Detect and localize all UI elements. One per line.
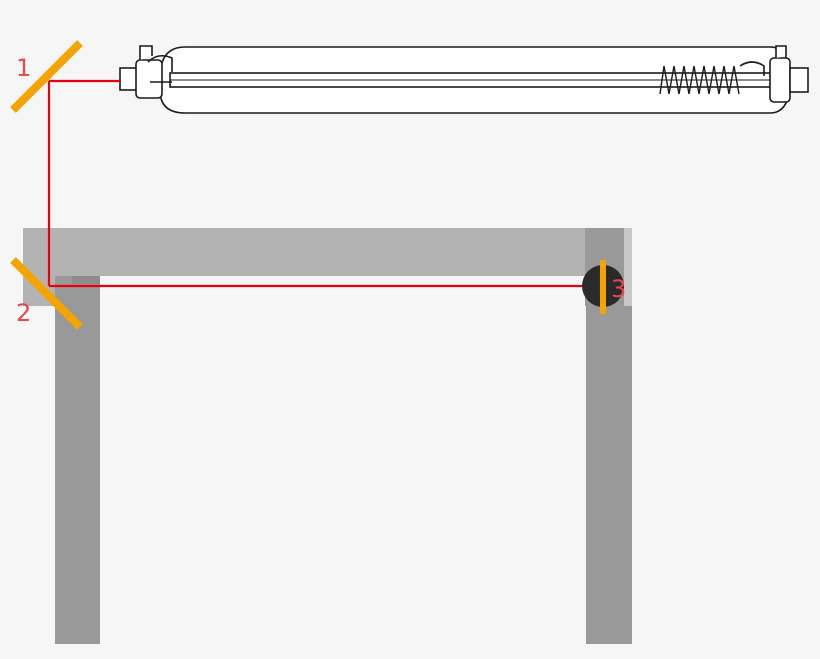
tube-right-collar xyxy=(769,57,791,103)
tube-left-bracket xyxy=(147,54,173,72)
gantry-right-leg xyxy=(586,306,632,644)
gantry-left-leg-shade xyxy=(72,276,100,284)
tube-right-bracket xyxy=(739,61,765,76)
laser-tube xyxy=(119,45,809,114)
mirror-2-label: 2 xyxy=(16,299,31,327)
tube-cooling-coil xyxy=(659,65,740,95)
mirrors xyxy=(10,40,606,330)
mirror-3-label: 3 xyxy=(611,275,626,303)
mirror-1 xyxy=(10,40,83,113)
laser-beam-path xyxy=(47,79,603,288)
tube-left-nozzle xyxy=(139,45,153,60)
gantry-frame xyxy=(23,228,632,644)
gantry-top-rail xyxy=(23,228,632,276)
tube-right-nozzle xyxy=(775,45,787,58)
mirror-2 xyxy=(10,257,83,330)
gantry-right-carriage-plate xyxy=(624,228,632,306)
tube-right-cap xyxy=(789,67,809,93)
mirror-1-label: 1 xyxy=(16,54,31,82)
tube-left-collar xyxy=(135,59,163,99)
gantry-left-leg xyxy=(55,276,100,644)
